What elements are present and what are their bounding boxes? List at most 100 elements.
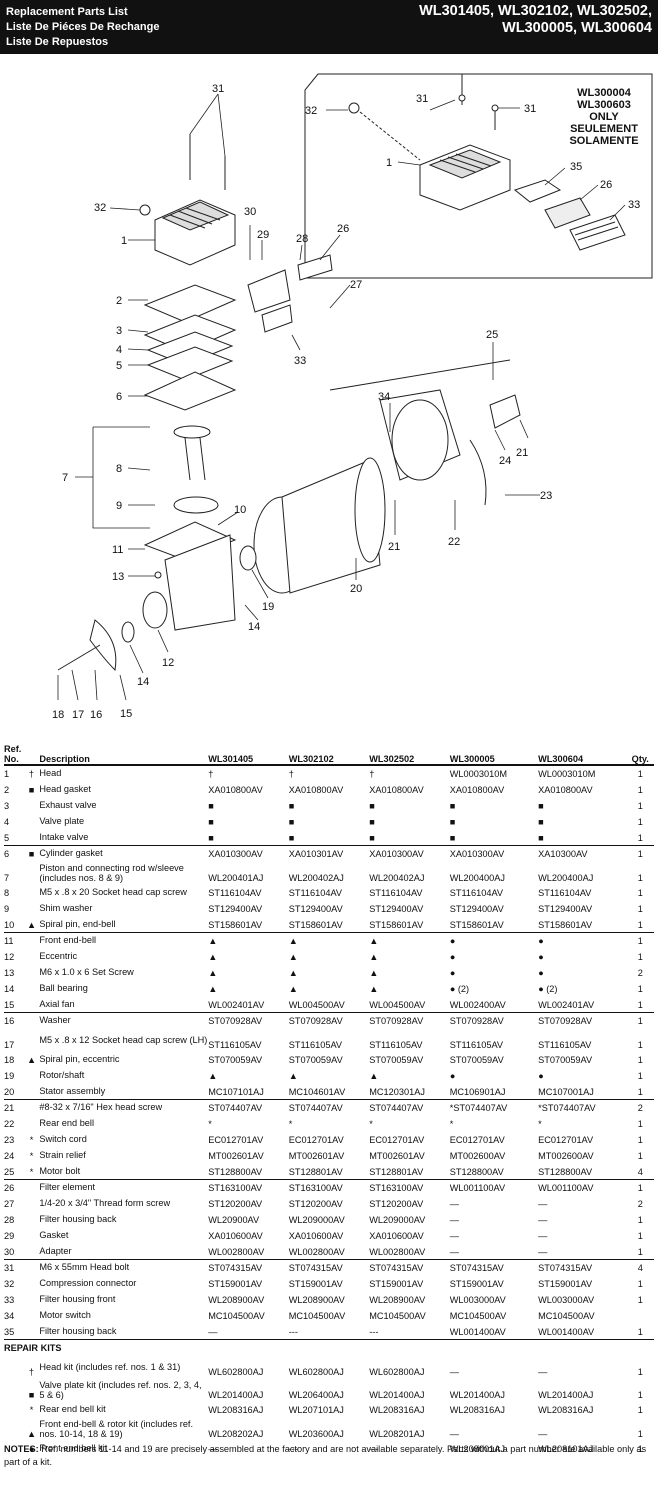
cell-m5: ● [538, 935, 544, 946]
cell-qty: 1 [637, 903, 643, 914]
header-desc: Description [39, 754, 90, 764]
cell-m4: — [449, 1429, 459, 1439]
cell-ref: 31 [4, 1262, 15, 1273]
callout-33a: 33 [294, 355, 306, 367]
cell-desc: Valve plate kit (includes ref. nos. 2, 3… [39, 1379, 202, 1401]
cell-m4: ■ [449, 800, 456, 811]
cell-m5: *ST074407AV [538, 1102, 596, 1113]
cell-qty: 1 [637, 800, 643, 811]
callout-2: 2 [116, 295, 122, 307]
cell-m1: ■ [208, 832, 214, 843]
cell-qty: 2 [637, 967, 643, 978]
callout-28: 28 [296, 233, 308, 245]
cell-m3: ▲ [369, 967, 379, 978]
head-and-plates-drawing [139, 134, 333, 631]
cell-m3: † [369, 768, 375, 779]
cell-m2: MC104601AV [288, 1086, 346, 1097]
cell-m1: EC012701AV [208, 1134, 264, 1145]
inset-label-4: SEULEMENT [570, 123, 638, 135]
notes: NOTES: Ref. numbers 11-14 and 19 are pre… [4, 1443, 654, 1469]
cell-m1: ST120200AV [208, 1198, 263, 1209]
cell-m3: ST159001AV [369, 1278, 424, 1289]
cell-m5: MC104500AV [538, 1310, 595, 1321]
cell-ref: 12 [4, 951, 15, 962]
cell-qty: 1 [637, 1040, 643, 1050]
cell-qty: 1 [637, 1182, 643, 1193]
cell-ref: 5 [4, 832, 10, 843]
cell-m3: WL208316AJ [369, 1404, 425, 1415]
cell-ref: 1 [4, 768, 10, 779]
inset-label-5: SOLAMENTE [569, 135, 638, 147]
cell-sym: ■ [28, 848, 35, 859]
cell-m5: WL001400AV [538, 1326, 595, 1337]
cell-qty: 1 [637, 1070, 643, 1081]
inset-label-1: WL300004 [577, 87, 632, 99]
cell-qty: 1 [637, 1443, 643, 1454]
callout-22: 22 [448, 536, 460, 548]
callout-18: 18 [52, 709, 64, 721]
cell-m4: — [449, 1198, 459, 1209]
cell-m5: — [538, 1367, 548, 1377]
cell-m3: ▲ [369, 1070, 379, 1081]
cell-desc: Rear end bell [39, 1118, 94, 1129]
cell-sym: * [29, 1166, 34, 1177]
cell-sym: ▲ [26, 919, 37, 930]
cell-m4: WL208316AJ [449, 1404, 505, 1415]
cell-m5: ● [538, 1070, 544, 1081]
cell-desc: Rear end bell kit [39, 1404, 106, 1415]
cell-ref: 34 [4, 1310, 15, 1321]
cell-ref: 26 [4, 1182, 15, 1193]
cell-desc: #8-32 x 7/16" Hex head screw [39, 1102, 163, 1113]
cell-m3: WL209000AV [369, 1214, 426, 1225]
cell-m5: XA010800AV [538, 784, 593, 795]
callout-15: 15 [120, 708, 132, 720]
cell-m2: ■ [288, 816, 295, 827]
cell-ref: 10 [4, 919, 15, 930]
header-qty: Qty. [631, 754, 649, 764]
cell-m2: ST128801AV [288, 1166, 343, 1177]
cell-m1: WL201400AJ [208, 1390, 264, 1400]
cell-ref: 16 [4, 1015, 15, 1026]
cell-m4: WL003000AV [449, 1294, 506, 1305]
cell-desc: Shim washer [39, 903, 93, 914]
cell-desc: M6 x 55mm Head bolt [39, 1262, 130, 1273]
exploded-parts-diagram: WL300004 WL300603 ONLY SEULEMENT SOLAMEN… [0, 60, 658, 730]
cell-desc: Piston and connecting rod w/sleeve (incl… [39, 862, 184, 884]
callout-9: 9 [116, 500, 122, 512]
cell-ref: 14 [4, 983, 15, 994]
cell-ref: 8 [4, 887, 10, 898]
repair-kits-body: †Head kit (includes ref. nos. 1 & 31)WL6… [4, 1356, 654, 1457]
cell-qty: 1 [637, 1086, 643, 1097]
cell-m4: ST158601AV [449, 919, 504, 930]
cell-ref [4, 1377, 24, 1378]
cell-qty: 1 [637, 848, 643, 859]
cell-m3: MC120301AJ [369, 1086, 425, 1097]
cell-m4: — [449, 1230, 459, 1241]
cell-ref: 6 [4, 848, 10, 859]
cell-m2: WL207101AJ [288, 1404, 344, 1415]
header-title-fr: Liste De Piéces De Rechange [6, 21, 160, 33]
cell-m1: ST163100AV [208, 1182, 263, 1193]
cell-m2: MT002601AV [288, 1150, 345, 1161]
cell-m1: WL208900AV [208, 1294, 265, 1305]
cell-m3: --- [369, 1443, 379, 1454]
cell-ref: 20 [4, 1086, 15, 1097]
cell-m3: MT002601AV [369, 1150, 425, 1161]
cell-m3: ST120200AV [369, 1198, 424, 1209]
cell-qty: 4 [637, 1166, 643, 1177]
callout-24: 24 [499, 455, 511, 467]
cell-m3: ■ [369, 832, 375, 843]
cell-m4: WL0003010M [449, 768, 507, 779]
cell-desc: Stator assembly [39, 1086, 106, 1097]
inset-frame [304, 73, 653, 279]
cell-m4: ST129400AV [449, 903, 504, 914]
cell-m3: WL002800AV [369, 1246, 426, 1257]
